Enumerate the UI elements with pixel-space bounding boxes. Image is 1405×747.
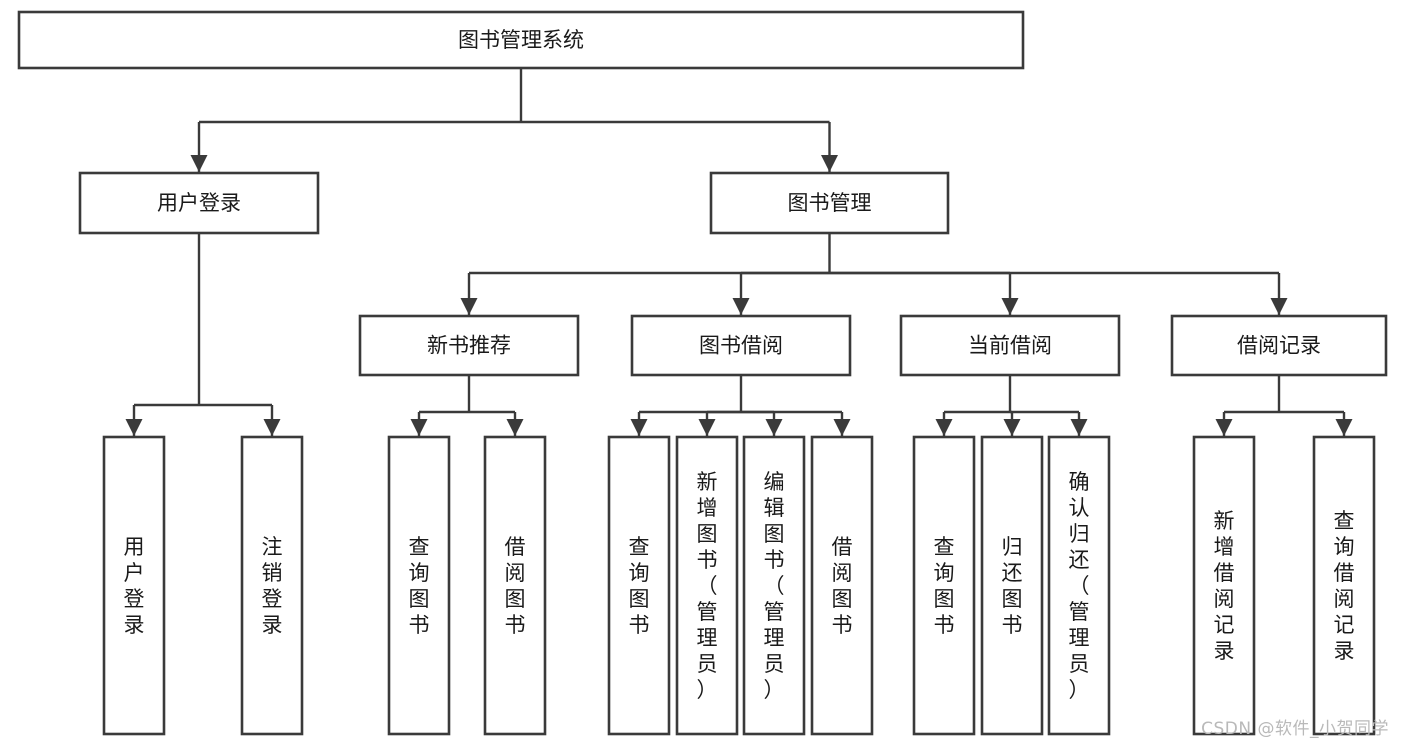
node-box [630, 314, 852, 377]
node-leaf-query-book-3[interactable]: 查询图书 [912, 435, 976, 736]
arrow-head-icon [263, 419, 281, 436]
node-box [709, 171, 950, 235]
connector-layer [125, 68, 1353, 436]
arrow-head-icon [410, 419, 428, 436]
node-box [102, 435, 166, 736]
node-layer: 图书管理系统用户登录图书管理新书推荐图书借阅当前借阅借阅记录用户登录注销登录查询… [17, 10, 1388, 736]
arrow-head-icon [698, 419, 716, 436]
node-box [78, 171, 320, 235]
node-label: 查询图书 [934, 535, 955, 637]
node-label: 查询图书 [409, 535, 430, 637]
node-label: 查询借阅记录 [1334, 509, 1355, 663]
arrow-head-icon [460, 298, 478, 315]
node-label: 图书管理系统 [458, 28, 584, 52]
node-box [607, 435, 671, 736]
node-borrow-record[interactable]: 借阅记录 [1170, 314, 1388, 377]
node-leaf-query-record[interactable]: 查询借阅记录 [1312, 435, 1376, 736]
arrow-head-icon [732, 298, 750, 315]
arrow-head-icon [506, 419, 524, 436]
node-label: 借阅图书 [832, 535, 853, 637]
node-box [483, 435, 547, 736]
node-box [912, 435, 976, 736]
node-book-management[interactable]: 图书管理 [709, 171, 950, 235]
arrow-head-icon [935, 419, 953, 436]
node-leaf-edit-book[interactable]: 编辑图书（管理员） [742, 435, 806, 736]
node-label: 当前借阅 [968, 334, 1052, 358]
node-label: 借阅记录 [1237, 334, 1321, 358]
node-box [1047, 435, 1111, 736]
node-leaf-borrow-book-2[interactable]: 借阅图书 [810, 435, 874, 736]
arrow-head-icon [1335, 419, 1353, 436]
arrow-head-icon [1001, 298, 1019, 315]
node-label: 新书推荐 [427, 334, 511, 358]
arrow-head-icon [833, 419, 851, 436]
node-box [742, 435, 806, 736]
node-label: 用户登录 [124, 535, 145, 637]
node-leaf-user-logout[interactable]: 注销登录 [240, 435, 304, 736]
node-leaf-borrow-book-1[interactable]: 借阅图书 [483, 435, 547, 736]
node-leaf-query-book-1[interactable]: 查询图书 [387, 435, 451, 736]
node-label: 编辑图书（管理员） [764, 470, 785, 702]
node-user-login[interactable]: 用户登录 [78, 171, 320, 235]
arrow-head-icon [630, 419, 648, 436]
node-box [358, 314, 580, 377]
node-box [675, 435, 739, 736]
node-label: 图书管理 [788, 191, 872, 215]
node-box [899, 314, 1121, 377]
node-label: 借阅图书 [505, 535, 526, 637]
arrow-head-icon [821, 155, 838, 172]
node-box [1170, 314, 1388, 377]
arrow-head-icon [1270, 298, 1288, 315]
arrow-head-icon [1070, 419, 1088, 436]
node-leaf-user-login[interactable]: 用户登录 [102, 435, 166, 736]
node-box [980, 435, 1044, 736]
node-label: 新增借阅记录 [1214, 509, 1235, 663]
node-label: 图书借阅 [699, 334, 783, 358]
node-box [1192, 435, 1256, 736]
node-new-book-recommend[interactable]: 新书推荐 [358, 314, 580, 377]
node-root[interactable]: 图书管理系统 [17, 10, 1025, 70]
arrow-head-icon [765, 419, 783, 436]
node-leaf-query-book-2[interactable]: 查询图书 [607, 435, 671, 736]
arrow-head-icon [190, 155, 208, 172]
node-box [810, 435, 874, 736]
node-book-borrow[interactable]: 图书借阅 [630, 314, 852, 377]
node-label: 用户登录 [157, 191, 241, 215]
node-box [387, 435, 451, 736]
node-leaf-return-book[interactable]: 归还图书 [980, 435, 1044, 736]
arrow-head-icon [125, 419, 143, 436]
node-leaf-add-record[interactable]: 新增借阅记录 [1192, 435, 1256, 736]
node-label: 新增图书（管理员） [697, 470, 718, 702]
node-label: 注销登录 [262, 535, 283, 637]
node-box [240, 435, 304, 736]
node-label: 查询图书 [629, 535, 650, 637]
node-current-borrow[interactable]: 当前借阅 [899, 314, 1121, 377]
node-leaf-add-book[interactable]: 新增图书（管理员） [675, 435, 739, 736]
node-label: 确认归还（管理员） [1069, 470, 1090, 702]
arrow-head-icon [1003, 419, 1021, 436]
node-box [1312, 435, 1376, 736]
node-label: 归还图书 [1002, 535, 1023, 637]
node-leaf-confirm-return[interactable]: 确认归还（管理员） [1047, 435, 1111, 736]
arrow-head-icon [1215, 419, 1233, 436]
node-box [17, 10, 1025, 70]
